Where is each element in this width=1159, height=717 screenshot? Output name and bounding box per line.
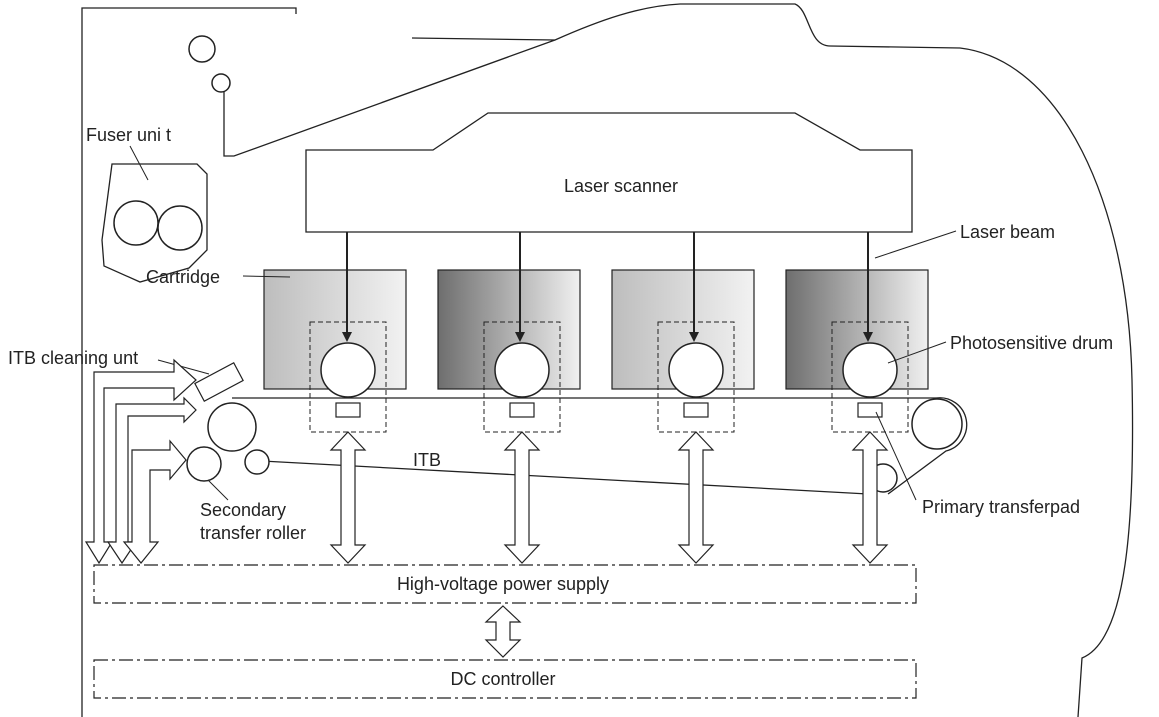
callouts: Cartridge Laser beam Photosensitive drum…	[146, 222, 1113, 517]
fuser-unit-leader	[129, 145, 149, 181]
itb-belt: ITB	[207, 397, 968, 495]
hv-arrow-3	[677, 431, 715, 564]
itb-cleaning-unit: ITB cleaning unt	[8, 348, 244, 402]
itb-bottom-run	[261, 460, 869, 495]
fuser-roller-left	[113, 200, 159, 246]
cartridge-leader	[242, 275, 291, 278]
primary-transfer-pad-2	[509, 402, 535, 418]
hv-arrow-1	[329, 431, 367, 564]
secondary-transfer-roller-label-1: Secondary	[200, 500, 286, 520]
fuser-unit-label: Fuser uni t	[86, 125, 171, 145]
photosensitive-drum-1	[320, 342, 376, 398]
hv-arrow-group	[329, 431, 889, 564]
primary-transfer-pad-4	[857, 402, 883, 418]
hv-arrow-4	[851, 431, 889, 564]
laser-beam-group	[342, 232, 873, 342]
printer-body-outline	[81, 3, 1134, 717]
left-supply-arrows	[84, 358, 197, 565]
photosensitive-drum-3	[668, 342, 724, 398]
itb-cleaning-unit-leader	[157, 359, 210, 375]
high-voltage-power-supply: High-voltage power supply	[93, 564, 917, 604]
exit-roller-small	[211, 73, 231, 93]
itb-label: ITB	[413, 450, 441, 470]
itb-front-roller	[207, 402, 257, 452]
laser-scanner-label: Laser scanner	[564, 176, 678, 196]
laser-beam-label: Laser beam	[960, 222, 1055, 242]
hvps-label: High-voltage power supply	[397, 574, 609, 594]
photosensitive-drum-label: Photosensitive drum	[950, 333, 1113, 353]
cartridge-2	[437, 269, 581, 433]
secondary-transfer-roller: Secondary transfer roller	[186, 446, 306, 543]
cartridge-label: Cartridge	[146, 267, 220, 287]
cartridge-4	[785, 269, 929, 433]
dc-controller-label: DC controller	[450, 669, 555, 689]
photosensitive-drum-2	[494, 342, 550, 398]
fuser-unit: Fuser uni t	[86, 125, 208, 283]
secondary-transfer-roller-label-2: transfer roller	[200, 523, 306, 543]
hv-arrow-2	[503, 431, 541, 564]
laser-scanner: Laser scanner	[305, 112, 913, 233]
cartridge-1	[263, 269, 407, 433]
itb-secondary-backup-roller	[244, 449, 270, 475]
dc-controller: DC controller	[93, 659, 917, 699]
photosensitive-drum-leader	[887, 341, 947, 364]
primary-transfer-pad-1	[335, 402, 361, 418]
primary-transfer-pad-leader	[875, 411, 917, 501]
itb-right-wrap	[887, 397, 968, 495]
hvps-dc-link-arrow	[484, 605, 522, 658]
itb-cleaning-unit-label: ITB cleaning unt	[8, 348, 138, 368]
itb-drive-roller	[911, 398, 963, 450]
primary-transfer-pads	[335, 402, 883, 418]
output-rollers	[188, 35, 231, 93]
laser-beam-leader	[874, 230, 957, 259]
cartridge-3	[611, 269, 755, 433]
photosensitive-drum-4	[842, 342, 898, 398]
primary-transfer-pad-3	[683, 402, 709, 418]
fuser-roller-right	[157, 205, 203, 251]
secondary-transfer-roller-leader	[207, 479, 229, 501]
primary-transfer-pad-label: Primary transferpad	[922, 497, 1080, 517]
cartridge-group	[263, 269, 929, 433]
exit-roller-large	[188, 35, 216, 63]
